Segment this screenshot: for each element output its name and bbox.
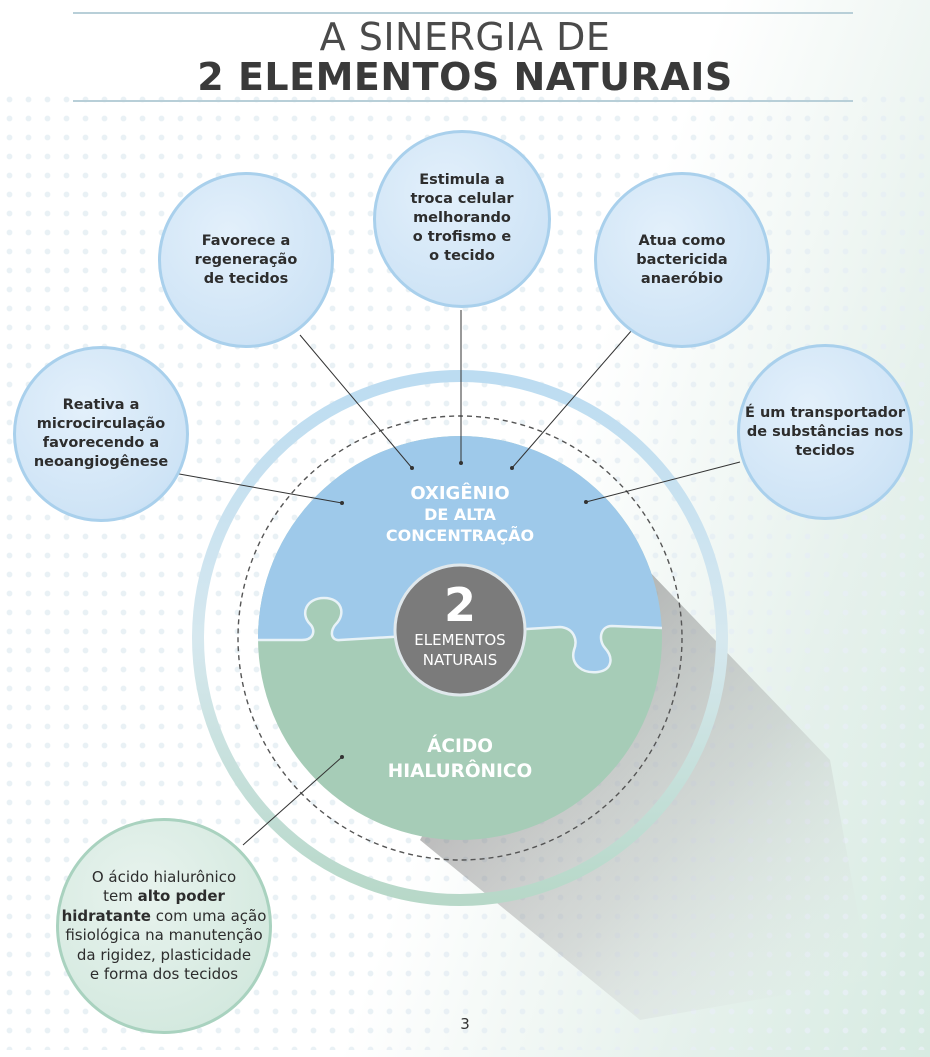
connector-dot bbox=[584, 500, 588, 504]
note-line3: hidratante com uma ação bbox=[62, 907, 267, 927]
bubble-text: de tecidos bbox=[203, 270, 289, 287]
title-underline-rule bbox=[73, 100, 853, 102]
bubble-text: bactericida bbox=[636, 251, 728, 268]
bubble-text: o trofismo e bbox=[412, 229, 512, 245]
oxygen-label-line3: CONCENTRAÇÃO bbox=[385, 526, 535, 545]
bubble-text: favorecendo a bbox=[42, 435, 160, 451]
bubble-text: microcirculação bbox=[36, 416, 166, 432]
connector-hialuronico bbox=[242, 756, 343, 846]
connector-microcirculacao bbox=[167, 471, 343, 504]
hyaluronic-label: ÁCIDO HIALURÔNICO bbox=[360, 734, 560, 784]
oxygen-puzzle-piece bbox=[258, 436, 662, 673]
note-line2-pre: tem bbox=[103, 887, 138, 905]
dashed-ring bbox=[237, 415, 683, 861]
bubble-regeneracao: Favorece a regeneração de tecidos bbox=[158, 172, 334, 348]
hyaluronic-label-line1: ÁCIDO bbox=[427, 736, 493, 757]
bubble-microcirculacao: Reativa a microcirculação favorecendo a … bbox=[13, 346, 189, 522]
bubble-text: Reativa a bbox=[62, 397, 140, 413]
note-line1: O ácido hialurônico bbox=[91, 867, 237, 886]
bubble-text: troca celular bbox=[410, 191, 514, 207]
outer-ring bbox=[192, 370, 728, 906]
center-label-line2: NATURAIS bbox=[422, 651, 498, 669]
note-line3-bold: hidratante bbox=[61, 906, 151, 925]
connector-regeneracao bbox=[299, 334, 413, 469]
note-line4: fisiológica na manutenção bbox=[65, 926, 263, 944]
note-line5: da rigidez, plasticidade bbox=[76, 945, 252, 964]
bubble-text: melhorando bbox=[413, 210, 511, 226]
note-line3-post: com uma ação bbox=[150, 906, 267, 925]
note-line6: e forma dos tecidos bbox=[89, 965, 239, 983]
connector-dot bbox=[340, 501, 344, 505]
bubble-text: de substâncias nos bbox=[746, 423, 904, 440]
oxygen-label: OXIGÊNIO DE ALTA CONCENTRAÇÃO bbox=[360, 483, 560, 546]
center-label-line1: ELEMENTOS bbox=[414, 631, 506, 649]
note-line2: tem alto poder bbox=[62, 887, 267, 907]
bubble-text: Atua como bbox=[638, 232, 726, 249]
connector-dot bbox=[340, 755, 344, 759]
bubble-hialuronico-note: O ácido hialurônico tem alto poder hidra… bbox=[56, 818, 272, 1034]
center-number: 2 bbox=[443, 578, 476, 632]
oxygen-label-line1: OXIGÊNIO bbox=[410, 483, 510, 504]
bubble-text: o tecido bbox=[429, 248, 495, 264]
connector-dot bbox=[459, 461, 463, 465]
title-line-2: 2 ELEMENTOS NATURAIS bbox=[197, 55, 733, 99]
connector-dot bbox=[410, 466, 414, 470]
connector-dot bbox=[510, 466, 514, 470]
connector-transportador bbox=[585, 461, 741, 503]
bubble-text: Estimula a bbox=[419, 172, 505, 188]
top-rule bbox=[73, 12, 853, 14]
bubble-text: anaeróbio bbox=[640, 270, 724, 287]
bubble-troca-celular: Estimula a troca celular melhorando o tr… bbox=[373, 130, 551, 308]
note-line2-bold: alto poder bbox=[137, 887, 225, 905]
bubble-text: neoangiogênese bbox=[33, 454, 169, 470]
bubble-bactericida: Atua como bactericida anaeróbio bbox=[594, 172, 770, 348]
bubble-transportador: É um transportador de substâncias nos te… bbox=[737, 344, 913, 520]
bubble-text: Favorece a bbox=[201, 232, 291, 249]
center-circle bbox=[393, 563, 527, 697]
oxygen-label-line2: DE ALTA bbox=[424, 505, 496, 524]
bubble-text: regeneração bbox=[194, 251, 298, 268]
bubble-text: tecidos bbox=[795, 442, 855, 459]
hyaluronic-label-line2: HIALURÔNICO bbox=[387, 761, 533, 782]
bubble-text: É um transportador bbox=[745, 404, 905, 421]
connector-bactericida bbox=[511, 329, 633, 469]
page-number: 3 bbox=[460, 1015, 470, 1033]
center-label: ELEMENTOS NATURAIS bbox=[395, 630, 525, 670]
title-line-1: A SINERGIA DE bbox=[319, 15, 611, 59]
